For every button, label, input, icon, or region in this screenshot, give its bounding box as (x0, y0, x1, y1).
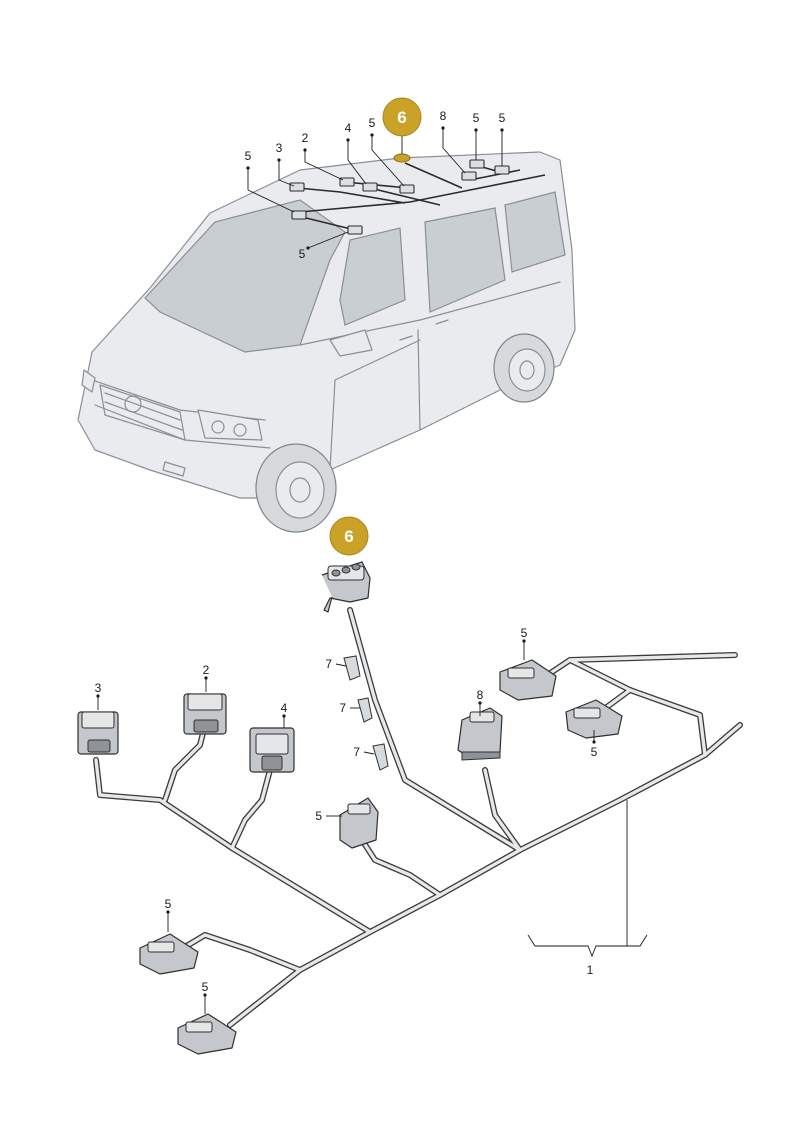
connector-2 (183, 693, 227, 735)
harness-cable-core (94, 608, 742, 1027)
harness-callout-7: 7 (325, 657, 332, 671)
harness-callout-8: 8 (477, 688, 484, 702)
roof-callout-5: 5 (245, 149, 252, 163)
roof-connector-3 (289, 182, 305, 192)
harness-branch-6-core (348, 608, 522, 852)
wiring-harness: 3 2 4 7 7 7 8 5 5 5 5 5 1 6 (77, 516, 743, 1055)
roof-callout-5: 5 (299, 247, 306, 261)
harness-callout-3: 3 (95, 681, 102, 695)
front-wheel (255, 443, 337, 533)
roof-connector-5 (347, 225, 363, 235)
harness-callout-2: 2 (203, 663, 210, 677)
roof-leaders (246, 126, 504, 250)
harness-leaders (96, 639, 648, 1014)
harness-branch-core (568, 653, 737, 662)
roof-callout-5: 5 (369, 116, 376, 130)
harness-branch-8-core (483, 768, 522, 852)
harness-branch-3-core (94, 758, 372, 934)
connector-3 (77, 711, 119, 755)
connector-6 (321, 561, 371, 613)
badge-6-bottom-label: 6 (344, 527, 353, 546)
harness-branch-5-mid-core (360, 838, 442, 897)
clip-7-a (343, 655, 361, 681)
connector-5-upper-a (499, 659, 557, 701)
roof-callout-5: 5 (473, 111, 480, 125)
connector-5-lower-a (139, 933, 199, 975)
rear-wheel (493, 333, 555, 403)
connector-5-lower-b (177, 1013, 237, 1055)
connector-5-mid (339, 797, 379, 849)
badge-6-bottom: 6 (329, 516, 369, 556)
harness-callout-1: 1 (587, 963, 594, 977)
harness-callout-4: 4 (281, 701, 288, 715)
clip-7-b (357, 697, 373, 723)
connector-4 (249, 727, 295, 773)
harness-callout-5: 5 (315, 809, 322, 823)
roof-connector-8 (461, 171, 477, 181)
harness-trunk-core (228, 723, 742, 1027)
harness-branch-5-lower-core (178, 933, 302, 972)
harness-branch-2-outline (162, 722, 208, 803)
connector-8 (457, 707, 503, 761)
roof-callout-8: 8 (440, 109, 447, 123)
connector-5-upper-b (565, 699, 623, 739)
roof-callout-4: 4 (345, 121, 352, 135)
harness-callout-5: 5 (521, 626, 528, 640)
roof-connector-2 (339, 177, 355, 187)
roof-connector-5 (494, 165, 510, 175)
badge-6-top-label: 6 (397, 108, 406, 127)
harness-branch-2-core (163, 723, 207, 802)
harness-callout-5: 5 (165, 897, 172, 911)
harness-branch-4-core (230, 768, 272, 850)
harness-callout-7: 7 (339, 701, 346, 715)
clip-7-c (372, 743, 389, 771)
roof-connector-5 (291, 210, 307, 220)
roof-callout-2: 2 (302, 131, 309, 145)
harness-callout-5: 5 (202, 980, 209, 994)
harness-branch-5-upper-core (538, 658, 707, 757)
van-illustration: 5 3 2 4 5 8 5 5 5 6 (77, 97, 576, 533)
roof-callout-5: 5 (499, 111, 506, 125)
harness-callout-7: 7 (353, 745, 360, 759)
roof-harness (289, 153, 546, 235)
harness-callout-5: 5 (591, 745, 598, 759)
roof-connector-5 (399, 184, 415, 194)
badge-6-top: 6 (382, 97, 422, 137)
roof-callout-3: 3 (276, 141, 283, 155)
roof-connector-6-highlight (393, 153, 411, 163)
roof-connector-4 (362, 182, 378, 192)
roof-connector-5 (469, 159, 485, 169)
